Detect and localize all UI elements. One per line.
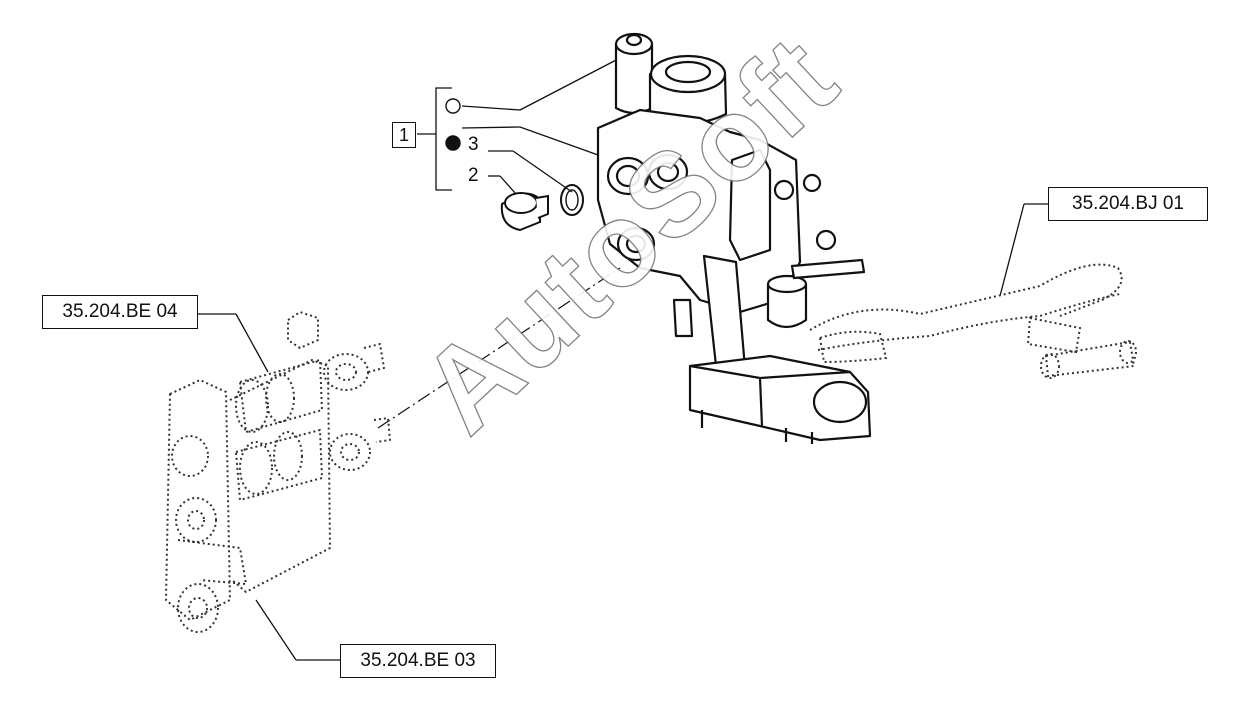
hose-assembly: [809, 263, 1137, 379]
alignment-axis: [377, 267, 621, 429]
ref-box-35-204-bj-01[interactable]: 35.204.BJ 01: [1048, 187, 1208, 221]
plug-part: [500, 192, 549, 232]
control-valve-assembly: [596, 32, 872, 444]
callout-item-2: 2: [468, 165, 479, 186]
hollow-circle-icon: [445, 98, 461, 114]
ref-box-35-204-be-04[interactable]: 35.204.BE 04: [42, 295, 198, 329]
ref-box-35-204-be-03[interactable]: 35.204.BE 03: [340, 644, 496, 678]
filled-circle-icon: [445, 135, 461, 151]
bracket-item-1: [435, 87, 452, 191]
item-1-index-box: 1: [392, 122, 416, 148]
callout-item-3: 3: [468, 134, 479, 155]
o-ring-part: [560, 184, 584, 216]
leader-lines: [197, 57, 1048, 661]
remote-valve-section: [165, 311, 391, 633]
